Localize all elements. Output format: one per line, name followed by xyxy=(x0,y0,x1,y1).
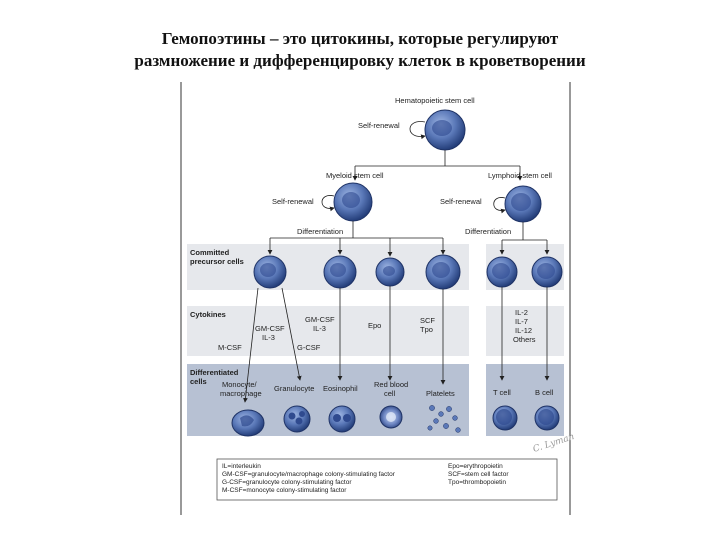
precursor-nucleus-3 xyxy=(383,266,395,276)
self-renewal-top-label: Self-renewal xyxy=(358,121,400,130)
legend-left-1: IL=interleukin xyxy=(222,463,261,470)
differentiation-right-label: Differentiation xyxy=(465,227,511,236)
cytokine-mcsf: M-CSF xyxy=(218,343,242,352)
stem-cell-nucleus xyxy=(432,120,452,136)
eosinophil-lobe-1 xyxy=(333,414,341,422)
cytokine-il3-2: IL-3 xyxy=(313,324,326,333)
band-cytokines-right xyxy=(486,306,564,356)
title-line-1: Гемопоэтины – это цитокины, которые регу… xyxy=(161,29,559,48)
cell-eosinophil xyxy=(328,405,356,433)
granulocyte-lobe-1 xyxy=(288,412,296,420)
band-precursor-label-1: Committed xyxy=(190,248,230,257)
cytokine-gmcsf-2: GM-CSF xyxy=(305,315,335,324)
precursor-nucleus-5 xyxy=(492,263,510,279)
cytokine-others: Others xyxy=(513,335,536,344)
cell-label-bcell: B cell xyxy=(535,388,554,397)
cell-label-monocyte-2: macrophage xyxy=(220,389,262,398)
legend-right-3: Tpo=thrombopoietin xyxy=(448,479,506,486)
band-cytokines-label: Cytokines xyxy=(190,310,226,319)
cytokine-gcsf: G-CSF xyxy=(297,343,321,352)
precursor-nucleus-6 xyxy=(537,263,555,279)
cell-platelets xyxy=(427,405,461,433)
cell-label-granulocyte: Granulocyte xyxy=(274,384,314,393)
legend-left-2: GM-CSF=granulocyte/macrophage colony-sti… xyxy=(222,471,396,478)
band-differentiated-label-2: cells xyxy=(190,377,207,386)
legend-left-3: G-CSF=granulocyte colony-stimulating fac… xyxy=(222,479,352,486)
cell-label-rbc-1: Red blood xyxy=(374,380,408,389)
self-renewal-left-arrow xyxy=(321,195,335,212)
granulocyte-lobe-2 xyxy=(295,417,303,425)
hematopoietic-stem-cell-label: Hematopoietic stem cell xyxy=(395,96,475,105)
title-line-2: размножение и дифференцировку клеток в к… xyxy=(134,51,586,70)
precursor-nucleus-4 xyxy=(432,262,450,278)
cytokine-tpo: Tpo xyxy=(420,325,433,334)
arrow-to-monocyte xyxy=(243,287,259,403)
legend-box xyxy=(216,458,558,501)
cytokine-il7: IL-7 xyxy=(515,317,528,326)
legend-right-1: Epo=erythropoietin xyxy=(448,463,503,470)
cytokine-scf: SCF xyxy=(420,316,435,325)
differentiation-left-label: Differentiation xyxy=(297,227,343,236)
self-renewal-top-arrow xyxy=(409,121,426,140)
myeloid-stem-cell-label: Myeloid stem cell xyxy=(326,171,384,180)
lymphoid-nucleus xyxy=(511,193,531,211)
eosinophil-lobe-2 xyxy=(343,414,351,422)
self-renewal-right-label: Self-renewal xyxy=(440,197,482,206)
cell-label-rbc-2: cell xyxy=(384,389,396,398)
self-renewal-left-label: Self-renewal xyxy=(272,197,314,206)
monocyte-nucleus xyxy=(240,415,254,427)
cell-label-eosinophil: Eosinophil xyxy=(323,384,358,393)
precursor-nucleus-1 xyxy=(260,263,276,277)
lymphoid-stem-cell-label: Lymphoid stem cell xyxy=(488,171,552,180)
granulocyte-lobe-3 xyxy=(299,411,305,417)
cytokine-il12: IL-12 xyxy=(515,326,532,335)
band-cytokines-left xyxy=(187,306,469,356)
tcell-nucleus xyxy=(496,409,512,425)
cell-label-platelets: Platelets xyxy=(426,389,455,398)
arrow-to-granulocyte xyxy=(281,287,302,381)
precursor-nucleus-2 xyxy=(330,263,346,277)
cell-label-tcell: T cell xyxy=(493,388,511,397)
legend-right-2: SCF=stem cell factor xyxy=(448,471,509,478)
legend-left-4: M-CSF=monocyte colony-stimulating factor xyxy=(222,487,347,494)
myeloid-nucleus xyxy=(342,192,360,208)
cytokine-epo: Epo xyxy=(368,321,381,330)
cytokine-il3-1: IL-3 xyxy=(262,333,275,342)
cytokine-gmcsf-1: GM-CSF xyxy=(255,324,285,333)
band-precursor-label-2: precursor cells xyxy=(190,257,244,266)
slide-title: Гемопоэтины – это цитокины, которые регу… xyxy=(0,28,720,72)
cell-label-monocyte-1: Monocyte/ xyxy=(222,380,258,389)
rbc-center xyxy=(386,412,396,422)
cytokine-il2: IL-2 xyxy=(515,308,528,317)
bcell-nucleus xyxy=(538,409,554,425)
self-renewal-right-arrow xyxy=(493,197,506,214)
band-differentiated-label-1: Differentiated xyxy=(190,368,239,377)
